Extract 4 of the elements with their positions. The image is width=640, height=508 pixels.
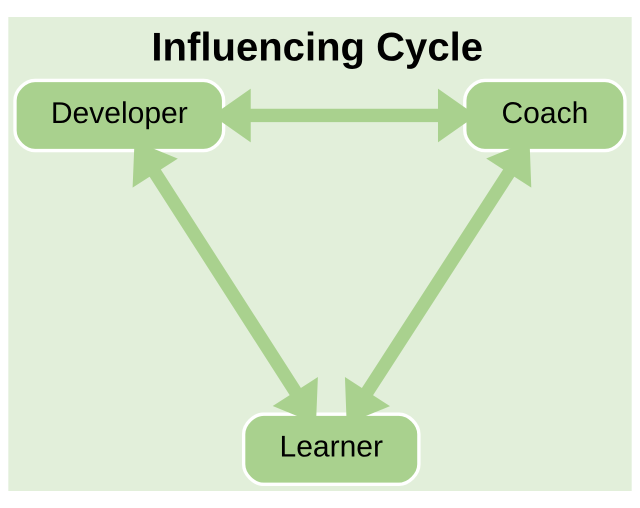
node-box: Coach xyxy=(463,78,627,152)
diagram-title: Influencing Cycle xyxy=(151,26,483,70)
node-box: Developer xyxy=(13,78,226,152)
node-box: Learner xyxy=(242,412,421,486)
